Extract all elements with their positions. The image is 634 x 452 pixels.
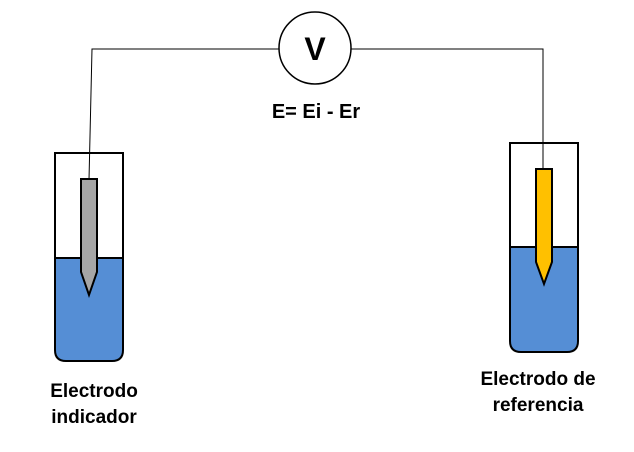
reference-label-line2: referencia bbox=[493, 395, 584, 416]
reference-cell bbox=[509, 142, 579, 353]
voltmeter-circle bbox=[278, 11, 352, 85]
indicator-tube bbox=[54, 152, 124, 362]
wire-right bbox=[350, 48, 544, 168]
voltmeter-symbol: V bbox=[304, 31, 326, 67]
reference-label-line1: Electrodo de bbox=[480, 369, 595, 390]
reference-solution bbox=[510, 247, 578, 352]
indicator-label-line1: Electrodo bbox=[50, 381, 138, 402]
indicator-electrode bbox=[80, 178, 98, 299]
wire-left bbox=[88, 48, 280, 181]
voltmeter: V bbox=[278, 11, 352, 85]
reference-electrode bbox=[535, 168, 553, 287]
indicator-solution bbox=[55, 258, 123, 361]
reference-tube bbox=[509, 142, 579, 353]
potential-equation: E= Ei - Er bbox=[272, 101, 361, 123]
indicator-cell bbox=[54, 152, 124, 362]
indicator-label-line2: indicador bbox=[51, 407, 137, 428]
